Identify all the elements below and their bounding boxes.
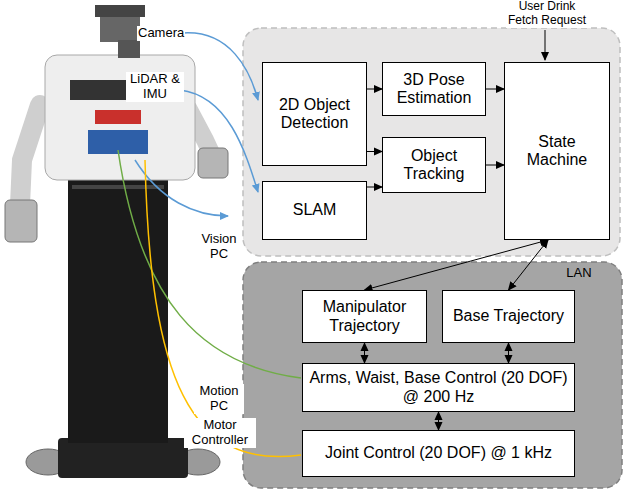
connector-arrow — [364, 343, 365, 363]
annotation-label: Camera — [137, 26, 185, 41]
annotation-label: User Drink Fetch Request — [506, 0, 588, 28]
box-label: 3D Pose Estimation — [387, 71, 481, 108]
connector-arrow — [367, 187, 382, 188]
box-label: Joint Control (20 DOF) @ 1 kHz — [325, 444, 552, 462]
box-label: Object Tracking — [387, 147, 481, 184]
lidar-leader — [180, 90, 258, 192]
motion-panel — [243, 262, 622, 488]
process-box: SLAM — [262, 181, 367, 240]
connector-arrow — [438, 412, 439, 430]
connector-arrow — [486, 165, 504, 166]
camera-leader — [183, 33, 258, 100]
box-label: 2D Object Detection — [267, 96, 362, 133]
connector-arrow — [508, 343, 509, 363]
annotation-label: Motion PC — [194, 384, 244, 414]
connector-arrow — [367, 151, 382, 152]
connector-arrow — [367, 89, 382, 90]
vision-pc-leader — [135, 160, 228, 216]
annotation-label: Motor Controller — [184, 418, 256, 448]
box-label: Base Trajectory — [453, 307, 564, 325]
annotation-label: Vision PC — [196, 232, 242, 262]
connector-arrow — [486, 89, 504, 90]
box-label: Arms, Waist, Base Control (20 DOF) @ 200… — [307, 369, 570, 406]
annotation-label: LiDAR & IMU — [126, 72, 184, 102]
process-box: 2D Object Detection — [262, 62, 367, 166]
process-box: Object Tracking — [382, 137, 486, 193]
vision-panel — [243, 28, 620, 256]
process-box: Manipulator Trajectory — [302, 290, 427, 343]
process-box: Base Trajectory — [442, 290, 575, 343]
box-label: Manipulator Trajectory — [307, 298, 422, 335]
box-label: State Machine — [509, 133, 605, 170]
process-box: State Machine — [504, 62, 610, 240]
request-arrow — [545, 30, 546, 60]
process-box: Arms, Waist, Base Control (20 DOF) @ 200… — [302, 363, 575, 412]
box-label: SLAM — [293, 201, 337, 219]
process-box: 3D Pose Estimation — [382, 62, 486, 116]
connector-arrow — [509, 240, 549, 290]
annotation-label: LAN — [560, 266, 598, 281]
connector-arrow — [365, 240, 549, 290]
process-box: Joint Control (20 DOF) @ 1 kHz — [302, 430, 575, 477]
